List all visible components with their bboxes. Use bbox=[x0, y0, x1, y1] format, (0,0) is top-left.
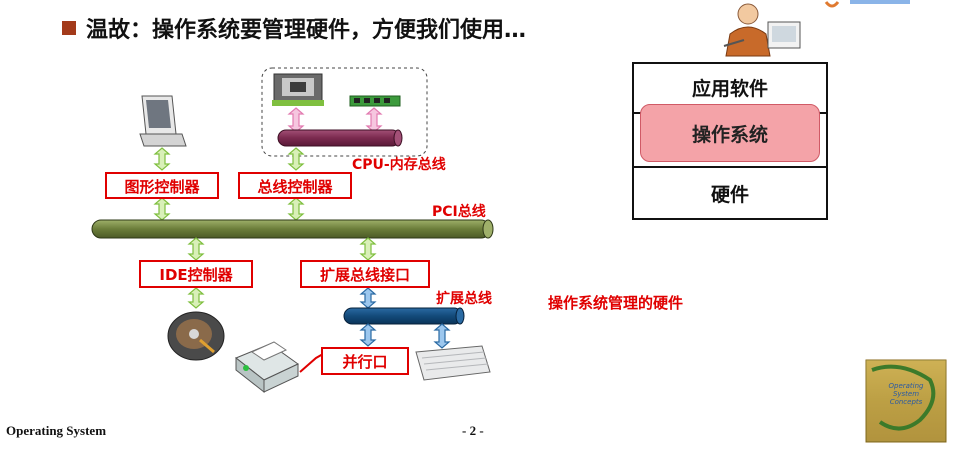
managed-hardware-label: 操作系统管理的硬件 bbox=[548, 294, 684, 312]
pci-bus-label: PCI总线 bbox=[432, 204, 486, 220]
arrow-cpubus-to-buscontroller bbox=[287, 147, 305, 171]
pci-bus bbox=[91, 219, 491, 239]
layer-hardware: 硬件 bbox=[710, 184, 749, 206]
ide-controller: IDE控制器 bbox=[139, 260, 253, 288]
expansion-bus-interface: 扩展总线接口 bbox=[300, 260, 430, 288]
printer-icon bbox=[235, 341, 299, 394]
svg-text:System: System bbox=[893, 390, 919, 398]
arrow-expansion-to-bus bbox=[359, 287, 377, 309]
arrow-buscontroller-to-pci bbox=[287, 197, 305, 221]
expansion-bus-label: 扩展总线 bbox=[436, 291, 492, 307]
layer-os: 操作系统 bbox=[691, 124, 768, 146]
slide-title: 温故：操作系统要管理硬件，方便我们使用… bbox=[62, 12, 526, 44]
cpu-memory-bus-label: CPU-内存总线 bbox=[352, 157, 446, 173]
monitor-icon bbox=[139, 95, 187, 147]
keyboard-icon bbox=[415, 345, 491, 381]
arrow-bus-to-keyboard bbox=[433, 323, 451, 349]
layer-applications: 应用软件 bbox=[691, 78, 768, 100]
slide-title-text: 温故：操作系统要管理硬件，方便我们使用… bbox=[86, 18, 527, 43]
person-at-computer-icon bbox=[723, 3, 801, 57]
cpu-memory-bus bbox=[277, 129, 401, 147]
square-bullet-icon bbox=[62, 21, 76, 35]
arrow-monitor-to-graphics bbox=[153, 147, 171, 171]
svg-text:Operating: Operating bbox=[889, 382, 925, 390]
expansion-bus bbox=[343, 307, 463, 325]
memory-stick-icon bbox=[349, 95, 401, 107]
layer-stack: 应用软件 操作系统 硬件 bbox=[632, 62, 828, 220]
os-concepts-book-icon: Operating System Concepts bbox=[865, 359, 947, 443]
footer-page-number: - 2 - bbox=[462, 423, 484, 438]
cpu-memory-dashed-box bbox=[261, 67, 428, 157]
arrow-pci-to-expansion bbox=[359, 237, 377, 261]
os-layer-highlight bbox=[640, 104, 820, 162]
cpu-chip-icon bbox=[272, 73, 324, 106]
arrow-pci-to-ide bbox=[187, 237, 205, 261]
footer-course: Operating System bbox=[6, 423, 107, 438]
arrow-memory-to-bus bbox=[365, 107, 383, 133]
svg-text:Concepts: Concepts bbox=[890, 398, 923, 406]
graphics-controller: 图形控制器 bbox=[105, 172, 219, 199]
arrow-graphics-to-pci bbox=[153, 197, 171, 221]
layer-divider-bottom bbox=[634, 166, 826, 168]
arrow-ide-to-disk bbox=[187, 287, 205, 309]
bus-controller: 总线控制器 bbox=[238, 172, 352, 199]
parallel-port: 并行口 bbox=[321, 347, 409, 375]
hard-disk-icon bbox=[167, 311, 225, 361]
decorative-box-icon bbox=[850, 0, 910, 4]
arrow-bus-to-parallel bbox=[359, 323, 377, 347]
decorative-arrow-icon bbox=[824, 1, 840, 8]
arrow-cpu-to-bus bbox=[287, 107, 305, 133]
